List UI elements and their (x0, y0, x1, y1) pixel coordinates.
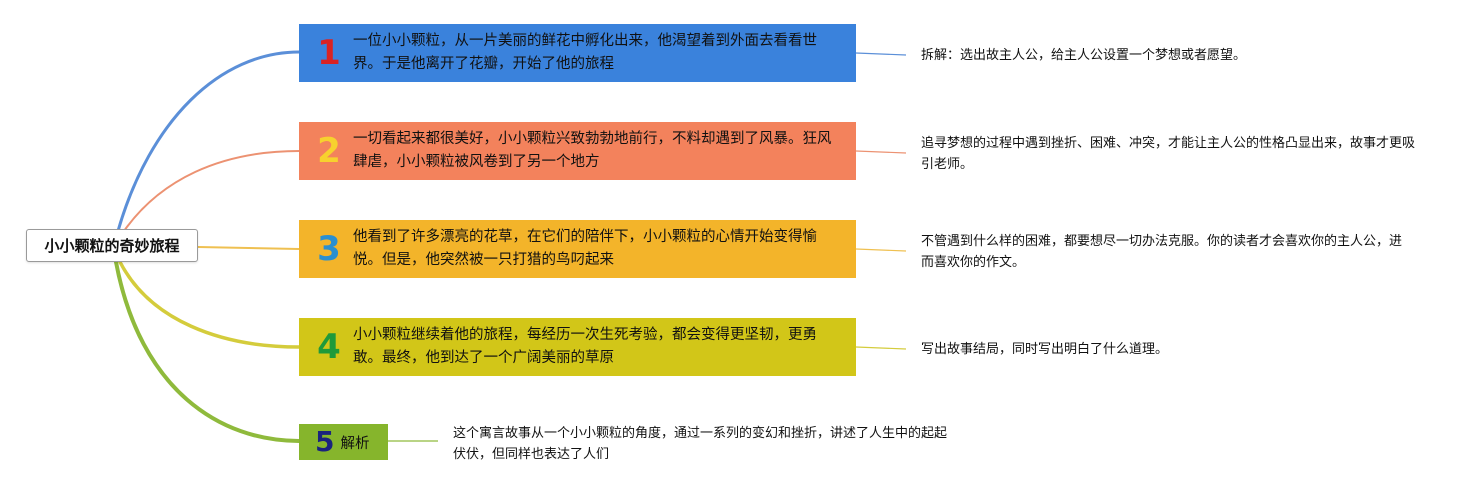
branch-1-number: 1 (317, 33, 341, 73)
branch-4-text: 小小颗粒继续着他的旅程，每经历一次生死考验，都会变得更坚韧，更勇敢。最终，他到达… (353, 327, 817, 366)
note-2: 追寻梦想的过程中遇到挫折、困难、冲突，才能让主人公的性格凸显出来，故事才更吸引老… (921, 136, 1416, 172)
note-1: 拆解：选出故主人公，给主人公设置一个梦想或者愿望。 (921, 48, 1247, 63)
connector-root-branch-1 (116, 50, 301, 233)
connector-root-branch-3 (197, 246, 300, 250)
connector-branch-3-note (855, 248, 907, 252)
note-4: 写出故事结局，同时写出明白了什么道理。 (921, 342, 1169, 357)
branch-2-number: 2 (317, 131, 341, 171)
branch-3-number: 3 (317, 229, 341, 269)
branch-3-text: 他看到了许多漂亮的花草，在它们的陪伴下，小小颗粒的心情开始变得愉悦。但是，他突然… (353, 229, 817, 268)
connector-branch-1-note (855, 52, 907, 56)
root-topic[interactable]: 小小颗粒的奇妙旅程 (26, 229, 198, 262)
branch-4[interactable]: 4 小小颗粒继续着他的旅程，每经历一次生死考验，都会变得更坚韧，更勇敢。最终，他… (299, 318, 856, 376)
connector-root-branch-5 (114, 260, 301, 443)
branch-5-number: 5 (315, 425, 335, 458)
branch-5-text: 解析 (340, 435, 370, 452)
connector-root-branch-4 (118, 260, 301, 349)
connector-branch-4-note (855, 346, 907, 350)
branch-1[interactable]: 1 一位小小颗粒，从一片美丽的鲜花中孵化出来，他渴望着到外面去看看世界。于是他离… (299, 24, 856, 82)
branch-4-number: 4 (317, 327, 341, 367)
branch-1-text: 一位小小颗粒，从一片美丽的鲜花中孵化出来，他渴望着到外面去看看世界。于是他离开了… (353, 33, 817, 72)
branch-5[interactable]: 5 解析 (299, 424, 388, 460)
note-3: 不管遇到什么样的困难，都要想尽一切办法克服。你的读者才会喜欢你的主人公，进而喜欢… (921, 234, 1403, 270)
root-topic-label: 小小颗粒的奇妙旅程 (44, 237, 180, 255)
branch-2-text: 一切看起来都很美好，小小颗粒兴致勃勃地前行，不料却遇到了风暴。狂风肆虐，小小颗粒… (353, 131, 832, 170)
connector-branch-2-note (855, 150, 907, 154)
branch-2[interactable]: 2 一切看起来都很美好，小小颗粒兴致勃勃地前行，不料却遇到了风暴。狂风肆虐，小小… (299, 122, 856, 180)
branch-3[interactable]: 3 他看到了许多漂亮的花草，在它们的陪伴下，小小颗粒的心情开始变得愉悦。但是，他… (299, 220, 856, 278)
connector-root-branch-2 (123, 150, 300, 232)
note-5: 这个寓言故事从一个小小颗粒的角度，通过一系列的变幻和挫折，讲述了人生中的起起伏伏… (453, 426, 948, 462)
